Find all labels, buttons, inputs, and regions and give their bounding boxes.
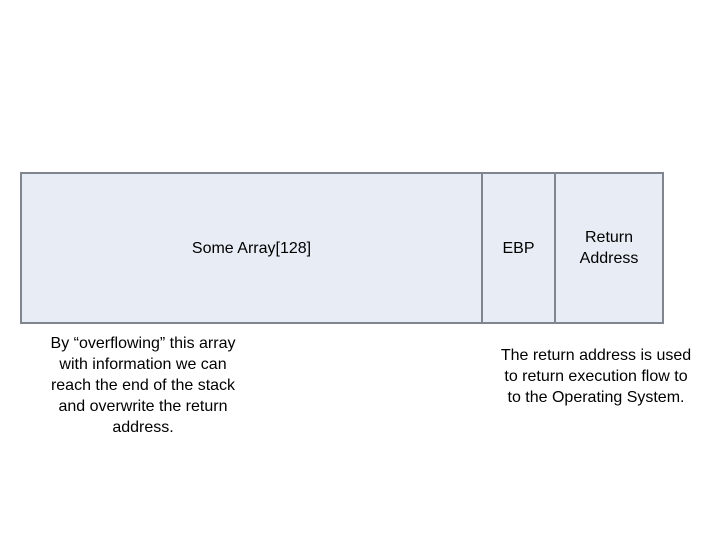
caption-overflow-line-2: with information we can: [59, 356, 227, 373]
stack-box-some-array: Some Array[128]: [20, 172, 483, 324]
caption-return-line-1: The return address is used: [500, 347, 692, 364]
caption-overflow-line-3: reach the end of the stack: [50, 377, 236, 394]
stack-box-return-address: Return Address: [554, 172, 664, 324]
stack-box-some-array-label: Some Array[128]: [191, 239, 312, 257]
stack-memory-diagram: Some Array[128] EBP Return Address: [20, 172, 664, 324]
caption-overflow-note: By “overflowing” this array with informa…: [30, 333, 256, 438]
caption-return-line-2: to return execution flow to: [504, 368, 688, 385]
caption-overflow-line-1: By “overflowing” this array: [50, 335, 236, 352]
caption-return-address-note: The return address is used to return exe…: [486, 345, 706, 408]
caption-return-line-3: to the Operating System.: [507, 389, 685, 406]
stack-box-return-address-label: Return Address: [579, 229, 639, 267]
stack-box-ebp-label: EBP: [502, 239, 535, 257]
stack-box-ebp: EBP: [481, 172, 556, 324]
caption-overflow-line-5: address.: [112, 419, 174, 436]
caption-overflow-line-4: and overwrite the return: [58, 398, 228, 415]
